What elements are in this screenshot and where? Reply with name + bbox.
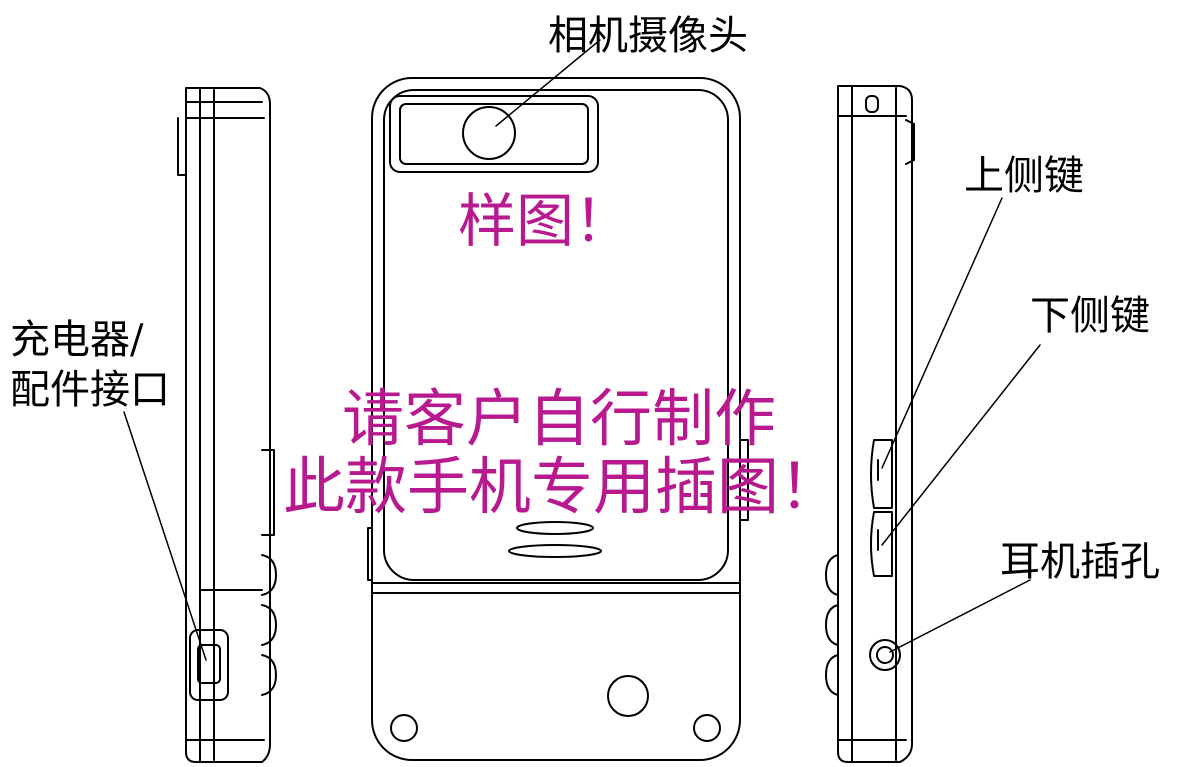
speaker-grille (508, 521, 602, 558)
charger-label-line1: 充电器/ (10, 317, 144, 363)
charger-label-line2: 配件接口 (10, 367, 170, 413)
leader-earphone-jack (889, 579, 1031, 653)
upper-side-key (870, 439, 893, 509)
leader-camera (495, 39, 601, 127)
camera-lens (462, 106, 516, 160)
screw-hole (607, 675, 649, 717)
screw-hole (693, 714, 721, 742)
camera-label: 相机摄像头 (548, 13, 748, 59)
charger-port (189, 629, 229, 701)
leader-lower-side-key (881, 344, 1041, 546)
lower-side-key-label: 下侧键 (1030, 293, 1150, 339)
watermark-sample: 样图！ (458, 187, 633, 255)
earphone-jack-label: 耳机插孔 (1000, 539, 1160, 585)
earphone-jack (869, 639, 901, 671)
screw-hole (390, 714, 418, 742)
lower-side-key (870, 511, 893, 577)
right-side-view (825, 85, 915, 763)
camera-module (389, 95, 599, 173)
leader-upper-side-key (881, 197, 1003, 469)
watermark-line2: 此款手机专用插图！ (283, 450, 842, 523)
leader-lines (123, 39, 1041, 661)
leader-charger (123, 411, 207, 661)
back-view (367, 77, 749, 761)
left-side-view (177, 87, 277, 763)
upper-side-key-label: 上侧键 (964, 153, 1084, 199)
watermark-line1: 请客户自行制作 (342, 382, 777, 455)
